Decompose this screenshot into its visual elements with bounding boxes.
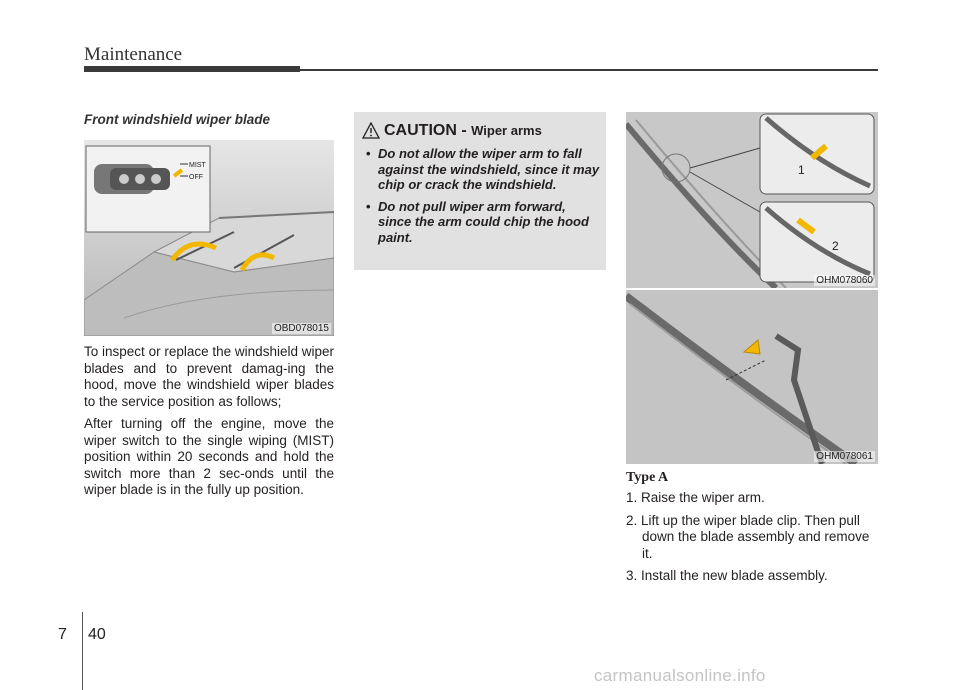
callout-2: 2 bbox=[832, 239, 839, 253]
caution-item: Do not pull wiper arm forward, since the… bbox=[360, 199, 600, 246]
header-rule-thin bbox=[300, 69, 878, 71]
instruction-paragraph-1: To inspect or replace the windshield wip… bbox=[84, 344, 334, 409]
figure-blade-clip: OHM078061 bbox=[626, 290, 878, 464]
figure-label: OHM078061 bbox=[814, 451, 875, 462]
caution-list: Do not allow the wiper arm to fall again… bbox=[360, 146, 600, 251]
callout-1: 1 bbox=[798, 163, 805, 177]
figure-wiper-switch-windshield: MIST OFF OBD078015 bbox=[84, 140, 334, 336]
step-item: 3. Install the new blade assembly. bbox=[626, 568, 828, 583]
windshield-illustration: MIST OFF bbox=[84, 140, 334, 336]
type-label: Type A bbox=[626, 470, 669, 485]
caution-box: CAUTION - Wiper arms Do not allow the wi… bbox=[354, 112, 606, 270]
figure-label: OBD078015 bbox=[271, 323, 331, 334]
page-number: 40 bbox=[88, 626, 106, 643]
figure-label: OHM078060 bbox=[814, 275, 875, 286]
step-item: 1. Raise the wiper arm. bbox=[626, 490, 765, 505]
wiper-arm-illustration: 1 2 bbox=[626, 112, 878, 288]
figure-wiper-arm-detail: 1 2 OHM078060 bbox=[626, 112, 878, 288]
caution-title: CAUTION - Wiper arms bbox=[384, 122, 542, 140]
caution-item: Do not allow the wiper arm to fall again… bbox=[360, 146, 600, 193]
blade-clip-illustration bbox=[626, 290, 878, 464]
inset-label-mist: MIST bbox=[189, 162, 206, 169]
instruction-paragraph-2: After turning off the engine, move the w… bbox=[84, 416, 334, 497]
footer-divider bbox=[82, 612, 83, 690]
inset-label-off: OFF bbox=[189, 174, 203, 181]
subheading: Front windshield wiper blade bbox=[84, 112, 271, 127]
caution-subtitle: Wiper arms bbox=[471, 123, 542, 138]
watermark: carmanualsonline.info bbox=[594, 666, 766, 685]
section-title: Maintenance bbox=[84, 44, 183, 65]
warning-triangle-icon bbox=[362, 122, 380, 139]
chapter-number: 7 bbox=[58, 626, 67, 643]
step-item: 2. Lift up the wiper blade clip. Then pu… bbox=[626, 512, 870, 561]
caution-heading: CAUTION - bbox=[384, 122, 467, 139]
header-rule-thick bbox=[84, 66, 300, 72]
